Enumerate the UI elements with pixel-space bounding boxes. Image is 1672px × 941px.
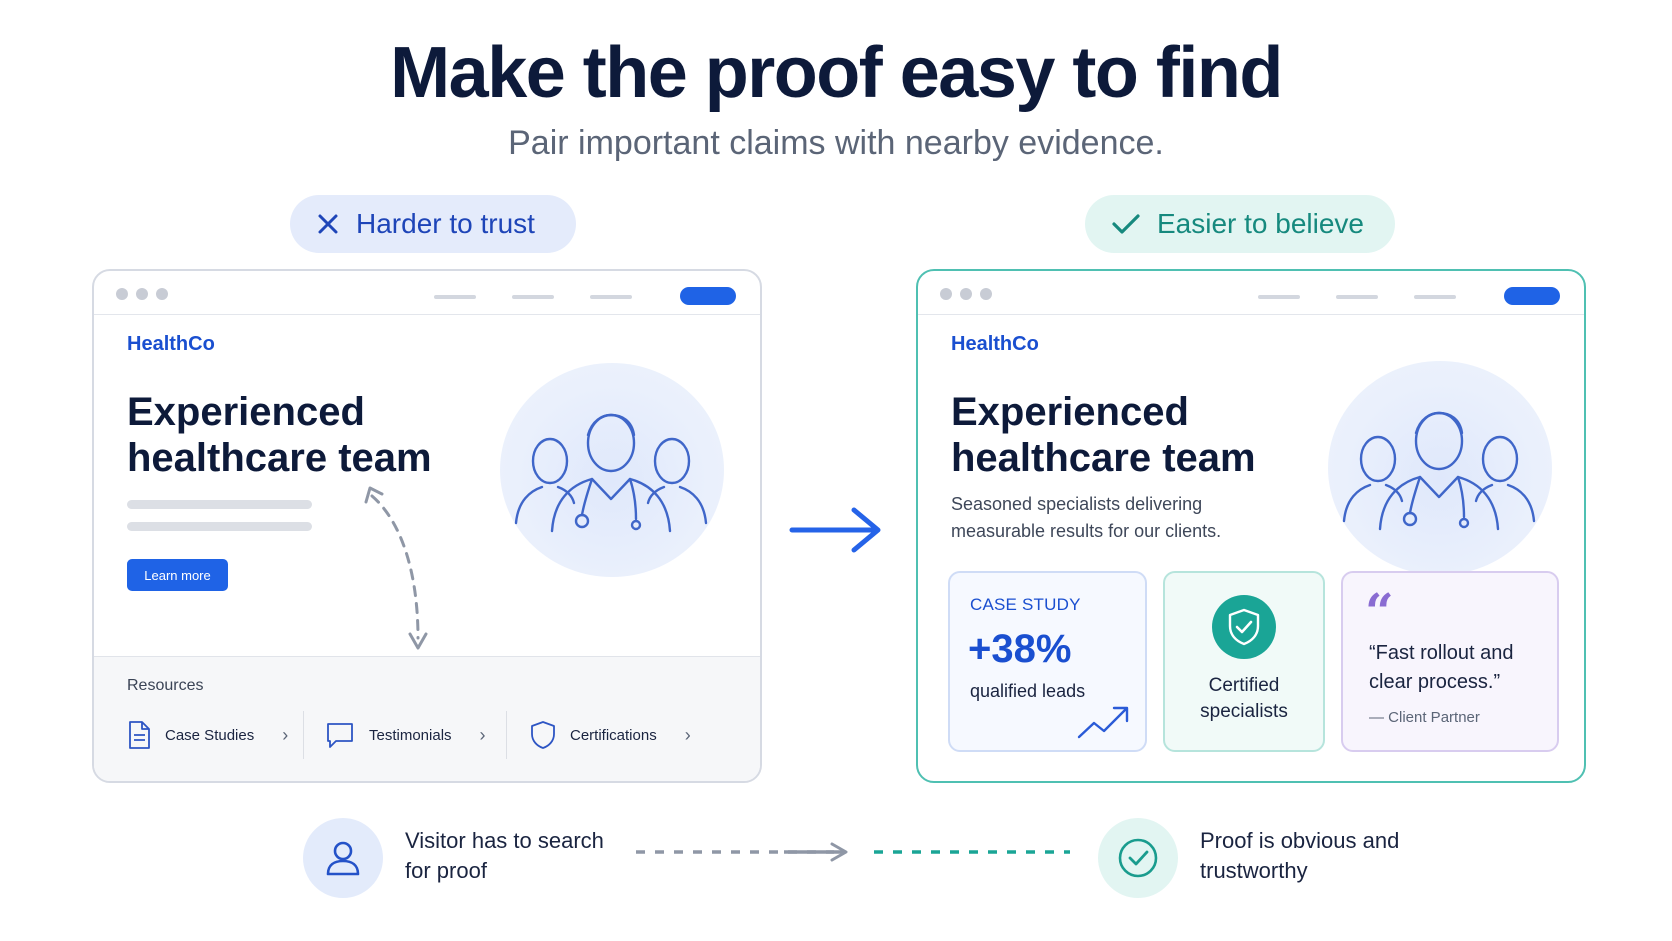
browser-chrome	[94, 271, 760, 315]
trend-up-icon	[1077, 706, 1129, 739]
check-icon	[1112, 214, 1140, 234]
shield-icon	[531, 721, 555, 749]
check-circle-icon	[1118, 838, 1158, 878]
team-icon	[1342, 411, 1536, 531]
x-icon	[318, 214, 338, 234]
transition-arrow-icon	[789, 507, 881, 553]
chevron-right-icon: ›	[479, 724, 486, 745]
nav-placeholder	[1336, 295, 1378, 299]
team-icon	[514, 413, 708, 533]
team-illustration	[1328, 361, 1552, 575]
search-path-arrow	[364, 486, 428, 650]
outcome-after: Proof is obvious and trustworthy	[1200, 828, 1400, 883]
harder-to-trust-text: Harder to trust	[356, 208, 535, 239]
hero-headline: Experienced healthcare team	[951, 390, 1256, 480]
nav-cta-placeholder	[1504, 287, 1560, 305]
easier-to-believe-label: Easier to believe	[1085, 195, 1395, 253]
resource-label: Case Studies	[165, 726, 255, 744]
team-illustration	[500, 363, 724, 577]
before-page-mockup: HealthCo Experienced healthcare team Lea…	[92, 269, 762, 783]
hero-headline: Experienced healthcare team	[127, 390, 432, 480]
user-icon	[326, 841, 360, 876]
chevron-right-icon: ›	[282, 724, 289, 745]
easier-to-believe-text: Easier to believe	[1157, 208, 1365, 239]
case-study-card[interactable]: CASE STUDY +38% qualified leads	[948, 571, 1147, 752]
after-page-mockup: HealthCo Experienced healthcare team Sea…	[916, 269, 1586, 783]
nav-placeholder	[1258, 295, 1300, 299]
page-subtitle: Pair important claims with nearby eviden…	[508, 124, 1164, 162]
harder-to-trust-label: Harder to trust	[290, 195, 576, 253]
nav-placeholder	[512, 295, 554, 299]
case-study-value: +38%	[968, 627, 1072, 671]
outcome-before: Visitor has to search for proof	[405, 828, 604, 883]
nav-placeholder	[590, 295, 632, 299]
text-placeholder	[127, 500, 312, 509]
certified-badge	[1212, 595, 1276, 659]
chevron-right-icon: ›	[684, 724, 691, 745]
divider	[303, 711, 304, 759]
visitor-avatar	[303, 818, 383, 898]
text-placeholder	[127, 522, 312, 531]
certified-card[interactable]: Certified specialists	[1163, 571, 1325, 752]
nav-placeholder	[434, 295, 476, 299]
window-dot	[960, 288, 972, 300]
case-study-metric: qualified leads	[970, 681, 1086, 701]
window-dot	[940, 288, 952, 300]
testimonial-card[interactable]: “ “Fast rollout and clear process.” — Cl…	[1341, 571, 1559, 752]
window-dot	[156, 288, 168, 300]
resource-label: Certifications	[570, 726, 657, 744]
window-dot	[116, 288, 128, 300]
page-title: Make the proof easy to find	[390, 33, 1283, 113]
hero-description: Seasoned specialists delivering measurab…	[951, 494, 1222, 541]
resources-section: Resources Case Studies › Testimonials › …	[94, 656, 760, 781]
shield-check-icon	[1228, 608, 1260, 646]
chat-bubble-icon	[327, 723, 353, 748]
case-study-label: CASE STUDY	[970, 595, 1081, 614]
testimonial-attribution: — Client Partner	[1369, 709, 1480, 726]
resources-title: Resources	[127, 677, 204, 694]
brand-name: HealthCo	[951, 333, 1039, 355]
nav-placeholder	[1414, 295, 1456, 299]
divider	[506, 711, 507, 759]
document-icon	[129, 721, 150, 749]
brand-name: HealthCo	[127, 333, 215, 355]
browser-chrome	[918, 271, 1584, 315]
resource-link-testimonials[interactable]: Testimonials ›	[325, 713, 486, 757]
testimonial-quote: “Fast rollout and clear process.”	[1369, 642, 1514, 693]
resource-link-case-studies[interactable]: Case Studies ›	[127, 713, 288, 757]
flow-arrow	[636, 842, 1070, 862]
certified-text: Certified specialists	[1200, 675, 1288, 722]
nav-cta-placeholder	[680, 287, 736, 305]
learn-more-button[interactable]: Learn more	[127, 559, 228, 591]
resource-link-certifications[interactable]: Certifications ›	[530, 713, 691, 757]
proof-check-avatar	[1098, 818, 1178, 898]
quote-icon: “	[1365, 582, 1394, 641]
window-dot	[136, 288, 148, 300]
window-dot	[980, 288, 992, 300]
resource-label: Testimonials	[369, 726, 452, 744]
